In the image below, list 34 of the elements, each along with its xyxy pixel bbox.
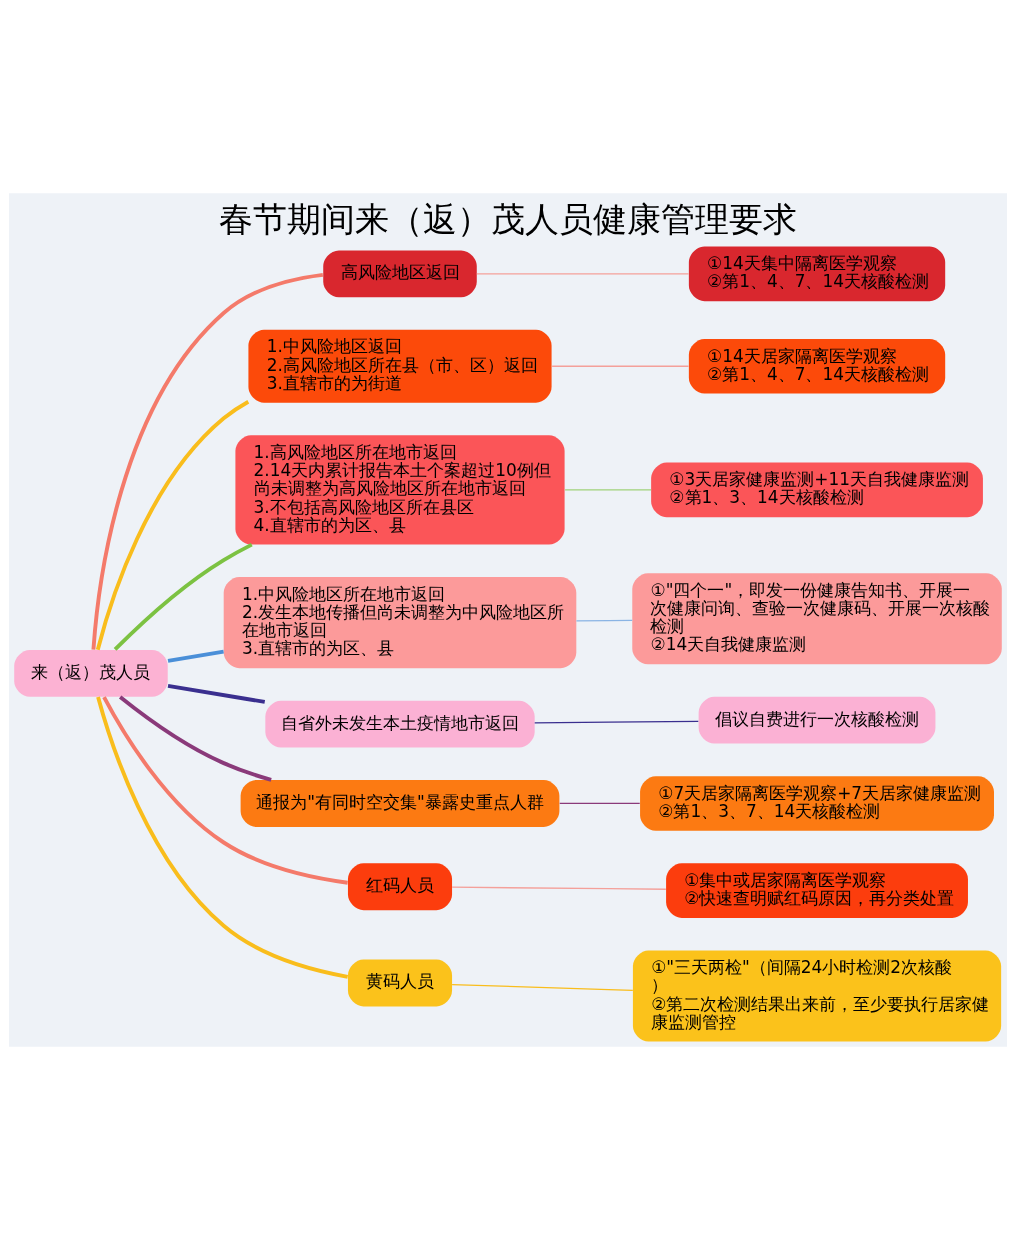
node-box: ①3天居家健康监测+11天自我健康监测 ②第1、3、14天核酸检测 [650,462,983,517]
connector [558,802,640,804]
node-box: ①7天居家隔离医学观察+7天居家健康监测 ②第1、3、7、14天核酸检测 [639,775,994,831]
node-box: 通报为"有同时空交集"暴露史重点人群 [240,779,559,827]
connector [450,886,666,890]
connector [90,272,323,650]
node-box: ①14天居家隔离医学观察 ②第1、4、7、14天核酸检测 [688,338,945,394]
connector [550,365,689,367]
node-box: 1.中风险地区所在地市返回 2.发生本地传播但尚未调整为中风险地区所在地市返回 3.直辖市的为区、县 [223,576,576,668]
connector [113,542,253,651]
node-box: ①"三天两检"（间隔24小时检测2次核酸） ②第二次检测结果出来前，至少要执行居家健康监测管控 [632,950,1001,1042]
connector [167,683,265,704]
node-box: 红码人员 [347,862,452,910]
connector [167,649,224,663]
connector [101,695,348,885]
node-box: ①"四个一"，即发一份健康告知书、开展一次健康问询、查验一次健康码、开展一次核酸检测 ②14天自我健康监测 [631,572,1002,664]
node-box: ①14天集中隔离医学观察 ②第1、4、7、14天核酸检测 [688,246,945,301]
diagram-title: 春节期间来（返）茂人员健康管理要求 [218,199,797,239]
connector [575,619,633,622]
node-box: 1.高风险地区所在地市返回 2.14天内累计报告本土个案超过10例但尚未调整为高风险地区所在地市返回 3.不包括高风险地区所在县区 4.直辖市的为区、县 [234,434,565,545]
node-box: 倡议自费进行一次核酸检测 [698,696,935,744]
node-box: 高风险地区返回 [322,249,477,297]
connector [95,695,348,979]
node-box: 黄码人员 [347,959,452,1006]
connector [118,695,272,782]
node-box: ①集中或居家隔离医学观察 ②快速查明赋红码原因，再分类处置 [665,862,968,918]
connector [533,720,699,723]
node-box: 来（返）茂人员 [13,649,168,697]
connector [563,488,652,491]
node-box: 1.中风险地区返回 2.高风险地区所在县（市、区）返回 3.直辖市的为街道 [247,329,552,403]
connector [450,983,633,991]
connector [95,399,249,650]
node-box: 自省外未发生本土疫情地市返回 [264,700,535,747]
connector [475,272,689,275]
